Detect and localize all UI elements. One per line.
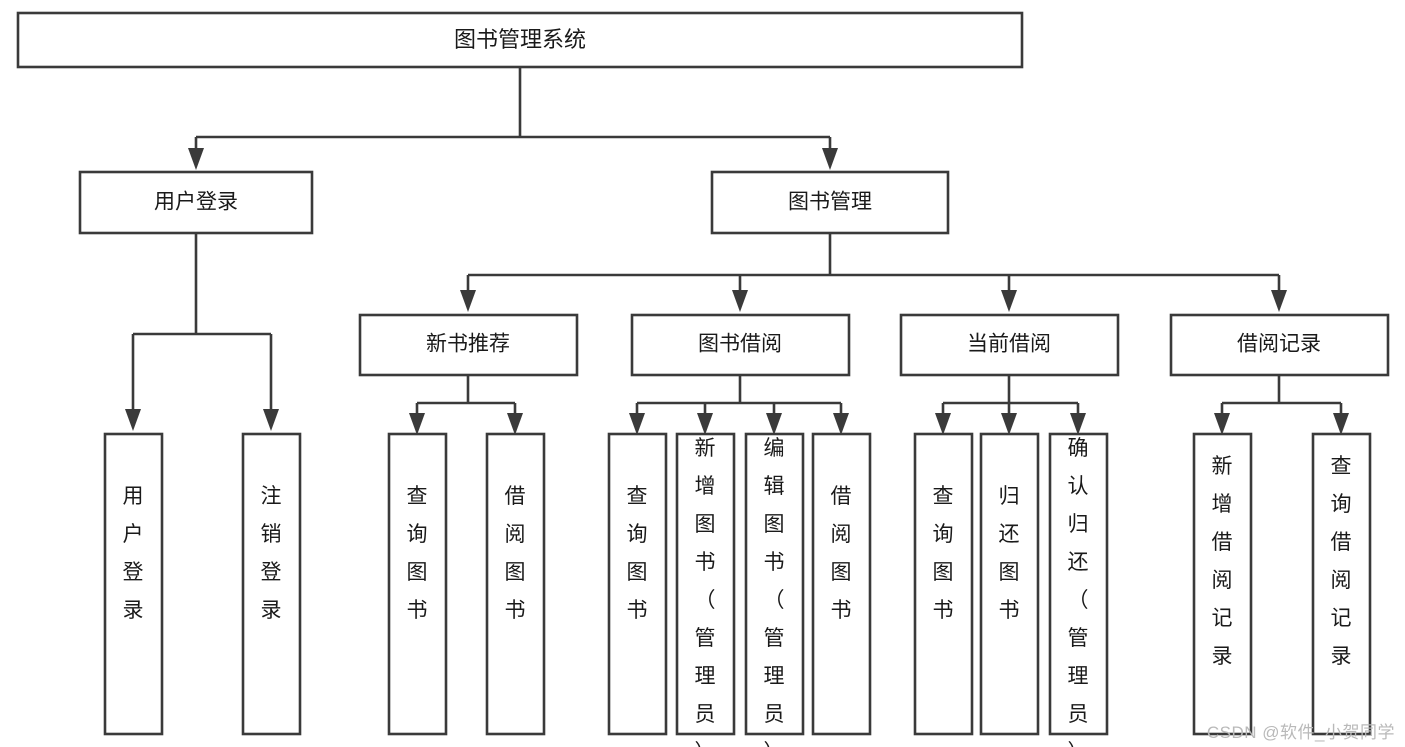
arrow-current-borrow-leaf-1 (935, 413, 951, 435)
leaf-query-book-borrow-box[interactable] (607, 432, 668, 736)
node-new-book-recommend-label: 新书推荐 (426, 333, 510, 356)
leaf-logout[interactable]: 注销登录 (241, 432, 302, 736)
arrow-book-borrow-leaf-1 (629, 413, 645, 435)
leaf-query-book-borrow-label: 查询图书 (627, 485, 648, 622)
node-book-manage[interactable]: 图书管理 (710, 170, 950, 235)
arrow-to-book-borrow (732, 290, 748, 312)
node-root-system-label: 图书管理系统 (454, 27, 586, 52)
leaf-borrow-book-label: 借阅图书 (831, 485, 852, 622)
leaf-query-borrow-record[interactable]: 查询借阅记录 (1311, 432, 1372, 736)
leaf-add-book-admin-label: 新增图书（管理员） (695, 437, 716, 747)
arrow-book-borrow-leaf-3 (766, 413, 782, 435)
arrow-new-book-leaf-1 (409, 413, 425, 435)
arrow-borrow-record-leaf-2 (1333, 413, 1349, 435)
leaf-logout-box[interactable] (241, 432, 302, 736)
leaf-confirm-return-admin-label: 确认归还（管理员） (1068, 437, 1089, 747)
leaf-confirm-return-admin[interactable]: 确认归还（管理员） (1048, 432, 1109, 747)
leaf-query-book-current-label: 查询图书 (933, 485, 954, 622)
node-current-borrow-label: 当前借阅 (967, 333, 1051, 356)
leaf-return-book-box[interactable] (979, 432, 1040, 736)
leaf-query-book-recommend[interactable]: 查询图书 (387, 432, 448, 736)
arrow-to-borrow-record (1271, 290, 1287, 312)
arrow-to-leaf-logout (263, 409, 279, 431)
csdn-watermark: CSDN @软件_小贺同学 (1206, 723, 1395, 742)
leaf-edit-book-admin-label: 编辑图书（管理员） (764, 437, 785, 747)
leaf-borrow-book-recommend-label: 借阅图书 (505, 485, 526, 622)
node-new-book-recommend[interactable]: 新书推荐 (358, 313, 579, 377)
arrow-borrow-record-leaf-1 (1214, 413, 1230, 435)
arrow-to-leaf-user-login (125, 409, 141, 431)
leaf-user-login-box[interactable] (103, 432, 164, 736)
leaf-borrow-book-recommend[interactable]: 借阅图书 (485, 432, 546, 736)
arrow-to-user-login (188, 148, 204, 170)
leaf-add-borrow-record-label: 新增借阅记录 (1212, 455, 1233, 668)
node-borrow-record[interactable]: 借阅记录 (1169, 313, 1390, 377)
leaf-query-borrow-record-box[interactable] (1311, 432, 1372, 736)
leaf-query-book-current-box[interactable] (913, 432, 974, 736)
leaf-borrow-book[interactable]: 借阅图书 (811, 432, 872, 736)
node-root-system-box[interactable] (16, 11, 1024, 69)
leaf-user-login-label: 用户登录 (123, 485, 144, 622)
node-book-manage-box[interactable] (710, 170, 950, 235)
leaf-borrow-book-box[interactable] (811, 432, 872, 736)
leaf-query-borrow-record-label: 查询借阅记录 (1331, 455, 1352, 668)
arrow-current-borrow-leaf-2 (1001, 413, 1017, 435)
node-borrow-record-box[interactable] (1169, 313, 1390, 377)
arrow-book-borrow-leaf-2 (697, 413, 713, 435)
leaf-confirm-return-admin-box[interactable] (1048, 432, 1109, 736)
leaf-return-book-label: 归还图书 (999, 485, 1020, 622)
leaf-edit-book-admin[interactable]: 编辑图书（管理员） (744, 432, 805, 747)
arrow-book-borrow-leaf-4 (833, 413, 849, 435)
leaf-user-login[interactable]: 用户登录 (103, 432, 164, 736)
node-user-login[interactable]: 用户登录 (78, 170, 314, 235)
arrow-to-book-manage (822, 148, 838, 170)
node-user-login-label: 用户登录 (154, 191, 238, 214)
node-book-manage-label: 图书管理 (788, 191, 872, 214)
leaf-query-book-recommend-box[interactable] (387, 432, 448, 736)
arrow-to-current-borrow (1001, 290, 1017, 312)
leaf-logout-label: 注销登录 (261, 485, 282, 622)
leaf-query-book-current[interactable]: 查询图书 (913, 432, 974, 736)
arrow-current-borrow-leaf-3 (1070, 413, 1086, 435)
node-new-book-recommend-box[interactable] (358, 313, 579, 377)
arrow-to-new-book (460, 290, 476, 312)
node-root-system[interactable]: 图书管理系统 (16, 11, 1024, 69)
leaf-add-book-admin-box[interactable] (675, 432, 736, 736)
leaf-add-book-admin[interactable]: 新增图书（管理员） (675, 432, 736, 747)
node-book-borrow[interactable]: 图书借阅 (630, 313, 851, 377)
leaf-add-borrow-record[interactable]: 新增借阅记录 (1192, 432, 1253, 736)
node-current-borrow[interactable]: 当前借阅 (899, 313, 1120, 377)
node-current-borrow-box[interactable] (899, 313, 1120, 377)
node-user-login-box[interactable] (78, 170, 314, 235)
connector-layer (125, 67, 1349, 435)
node-book-borrow-box[interactable] (630, 313, 851, 377)
node-book-borrow-label: 图书借阅 (698, 333, 782, 356)
leaf-query-book-recommend-label: 查询图书 (407, 485, 428, 622)
leaf-borrow-book-recommend-box[interactable] (485, 432, 546, 736)
leaf-query-book-borrow[interactable]: 查询图书 (607, 432, 668, 736)
arrow-new-book-leaf-2 (507, 413, 523, 435)
leaf-edit-book-admin-box[interactable] (744, 432, 805, 736)
leaf-add-borrow-record-box[interactable] (1192, 432, 1253, 736)
leaf-return-book[interactable]: 归还图书 (979, 432, 1040, 736)
node-borrow-record-label: 借阅记录 (1237, 333, 1321, 356)
